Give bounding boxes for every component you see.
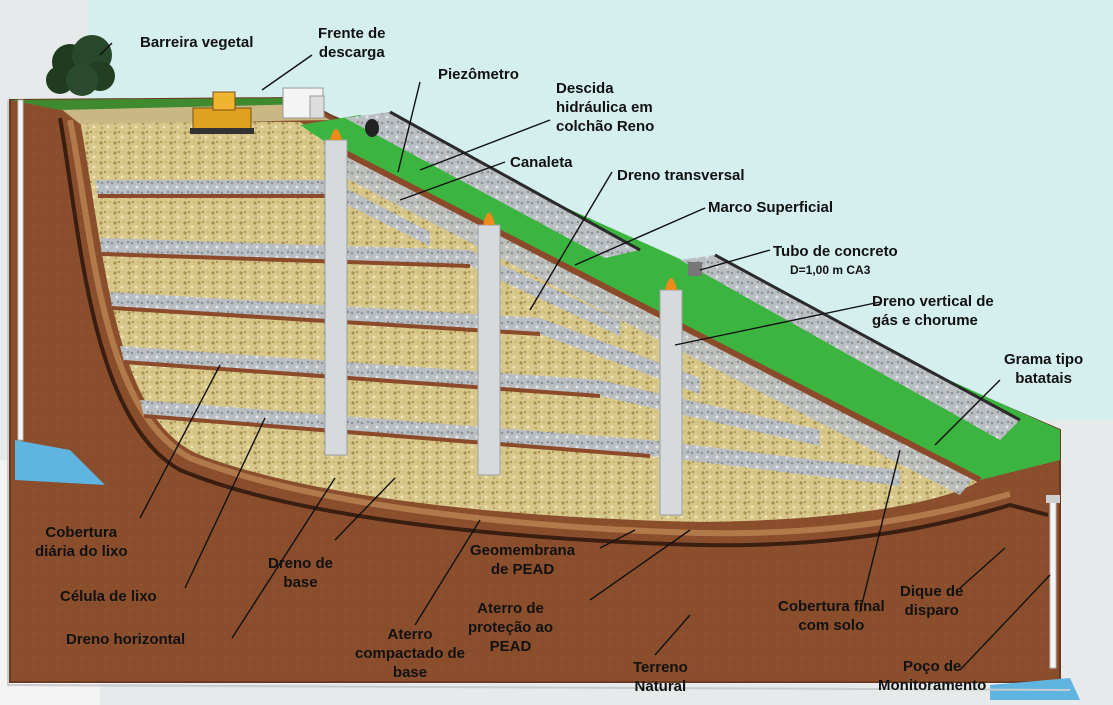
label-tubo-concreto: Tubo de concreto xyxy=(773,242,898,261)
label-descida-hidraulica: Descida hidráulica em colchão Reno xyxy=(556,79,654,136)
right-monitoring-well xyxy=(1050,500,1056,668)
concrete-pipe xyxy=(688,262,702,276)
label-grama: Grama tipo batatais xyxy=(1004,350,1083,388)
channel-inlet xyxy=(365,119,379,137)
label-marco-superficial: Marco Superficial xyxy=(708,198,833,217)
label-cobertura-diaria: Cobertura diária do lixo xyxy=(35,523,128,561)
label-aterro-protecao: Aterro de proteção ao PEAD xyxy=(468,599,553,656)
truck xyxy=(283,88,324,118)
label-dreno-vertical: Dreno vertical de gás e chorume xyxy=(872,292,994,330)
label-dique-disparo: Dique de disparo xyxy=(900,582,963,620)
label-frente-descarga: Frente de descarga xyxy=(318,24,386,62)
label-geomembrana: Geomembrana de PEAD xyxy=(470,541,575,579)
label-poco-monitoramento: Poço de Monitoramento xyxy=(878,657,986,695)
label-terreno-natural: Terreno Natural xyxy=(633,658,688,696)
label-canaleta: Canaleta xyxy=(510,153,573,172)
label-barreira-vegetal: Barreira vegetal xyxy=(140,33,253,52)
label-cobertura-final: Cobertura final com solo xyxy=(778,597,885,635)
label-dreno-horizontal: Dreno horizontal xyxy=(66,630,185,649)
left-monitoring-well xyxy=(18,100,23,440)
label-celula-lixo: Célula de lixo xyxy=(60,587,157,606)
label-aterro-compactado: Aterro compactado de base xyxy=(355,625,465,682)
label-piezometro: Piezômetro xyxy=(438,65,519,84)
label-tubo-concreto-spec: D=1,00 m CA3 xyxy=(790,263,870,278)
label-dreno-base: Dreno de base xyxy=(268,554,333,592)
label-dreno-transversal: Dreno transversal xyxy=(617,166,745,185)
